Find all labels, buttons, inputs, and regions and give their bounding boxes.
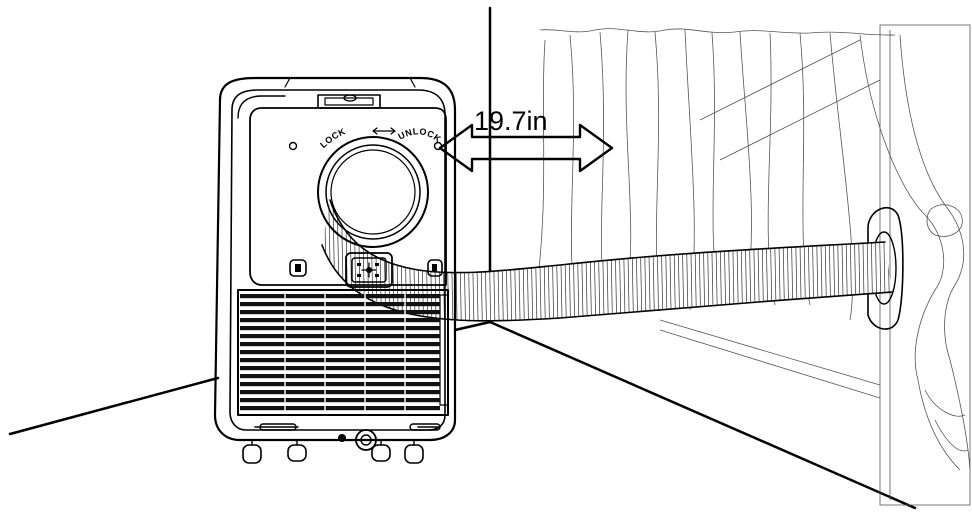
grille-slat	[240, 398, 440, 403]
clearance-dimension: 19.7in	[438, 106, 614, 173]
grille-slat	[240, 366, 440, 371]
dimension-label: 19.7in	[474, 106, 548, 136]
caster-front-left	[242, 444, 262, 464]
grille-slat	[240, 302, 440, 307]
grille-slats	[240, 292, 440, 413]
grille-slat	[240, 350, 440, 355]
casters	[242, 439, 424, 464]
hose-rib	[399, 200, 404, 321]
double-arrow	[438, 123, 614, 173]
floor-right-line	[488, 320, 917, 510]
hose-rib	[596, 200, 601, 321]
grille-slat	[240, 390, 440, 395]
grille-slat	[240, 318, 440, 323]
exhaust-port	[317, 136, 429, 248]
right-knob	[427, 259, 443, 277]
grille-slat	[240, 334, 440, 339]
hose-rib	[407, 200, 412, 321]
unit-front-panel	[249, 107, 447, 286]
grille-slat	[240, 342, 440, 347]
grille-side-clips	[439, 294, 449, 406]
floor-left-line	[8, 376, 220, 436]
panel-screw-left	[288, 141, 298, 151]
grille-slat	[240, 406, 440, 411]
caster-rear-right	[371, 444, 391, 462]
hose-rib	[395, 200, 399, 321]
curtain	[534, 28, 971, 471]
room-lines	[8, 6, 917, 510]
grille-slat	[240, 310, 440, 315]
left-knob	[289, 259, 307, 277]
grille-slat	[240, 294, 440, 299]
floor-corner-line	[453, 320, 492, 332]
curtain-tieback	[926, 204, 963, 237]
hose-rib	[322, 200, 324, 321]
hose-rib	[386, 200, 391, 321]
unit-outer-shell	[213, 76, 457, 442]
grille-slat	[240, 326, 440, 331]
control-badge	[345, 252, 393, 288]
caster-front-right	[404, 444, 424, 464]
hose-rib	[890, 200, 892, 321]
lock-unlock-arrow	[372, 127, 396, 135]
carry-handle	[317, 94, 381, 109]
exhaust-hose	[321, 199, 893, 322]
drain-plug	[329, 429, 377, 451]
grille-slat	[240, 358, 440, 363]
grille-slat	[240, 374, 440, 379]
window-frame	[879, 24, 971, 506]
fan-icon	[357, 262, 379, 278]
grille-slat	[240, 382, 440, 387]
unlock-label: UNLOCK	[396, 126, 443, 144]
caster-rear-left	[287, 444, 307, 462]
